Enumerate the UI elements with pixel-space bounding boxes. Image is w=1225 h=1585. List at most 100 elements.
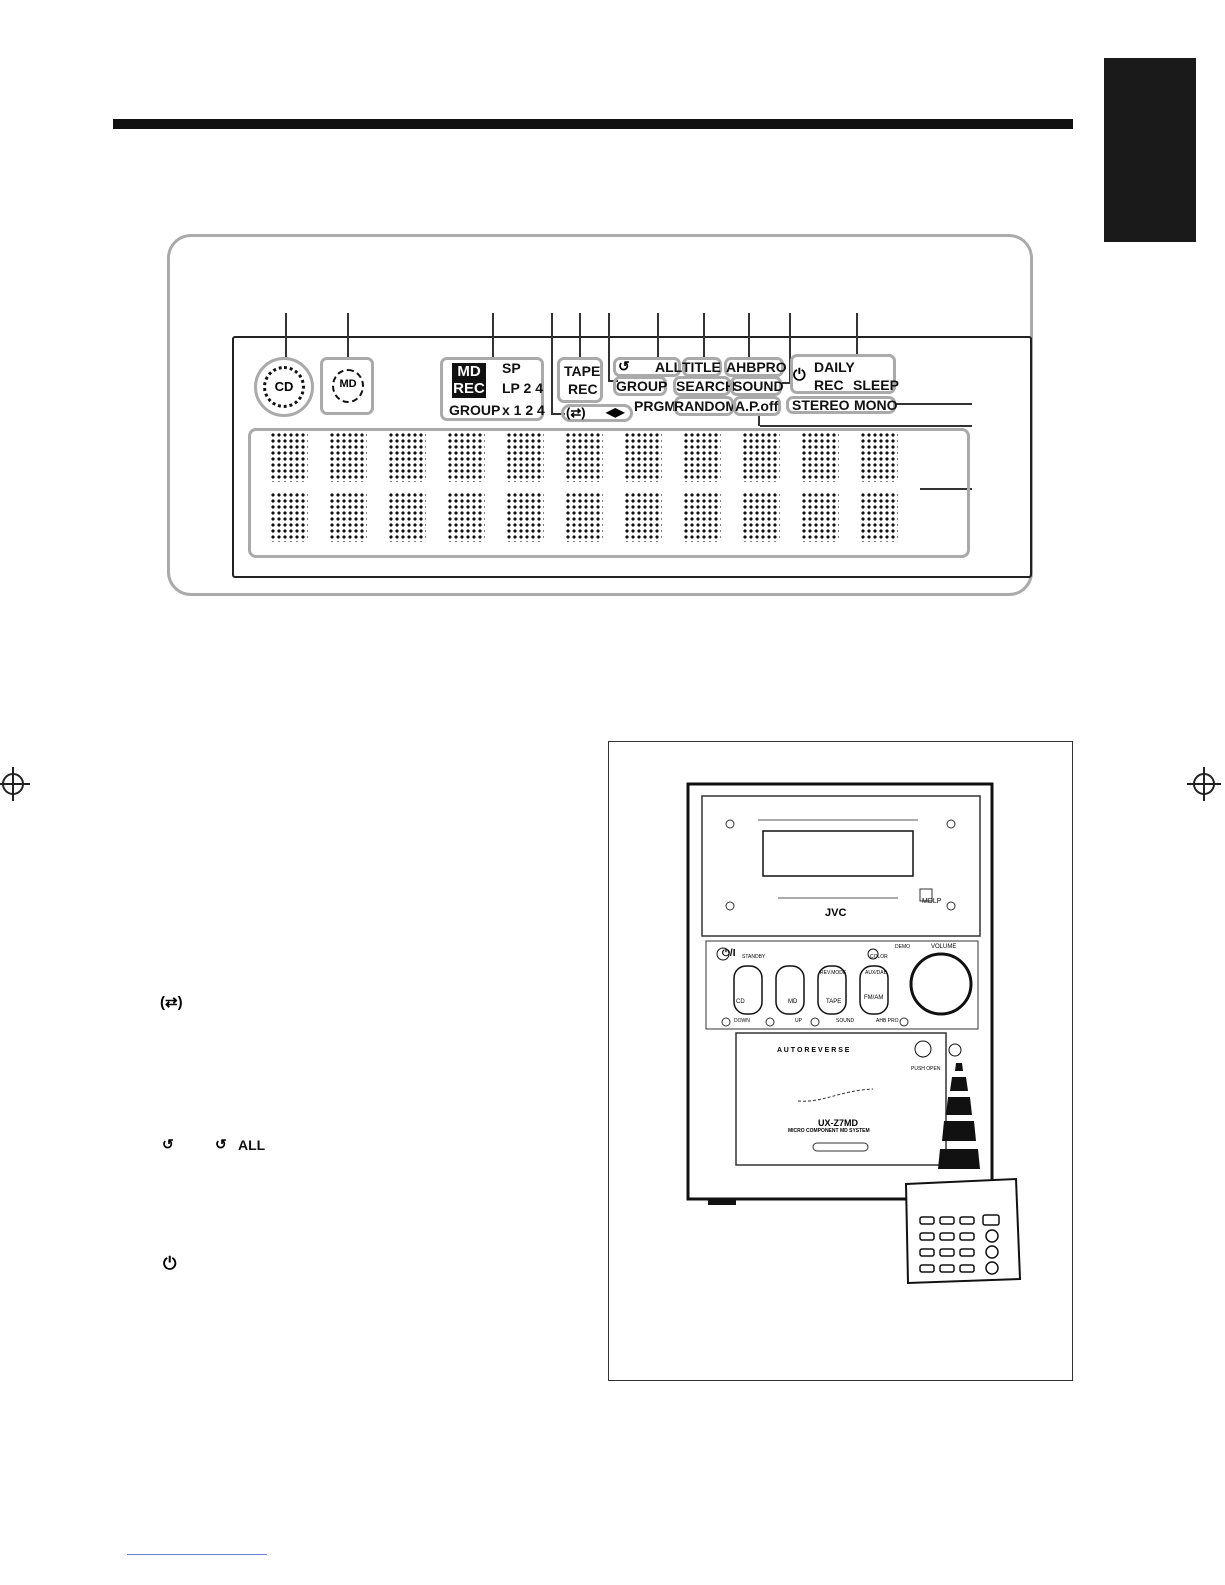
callout-4 — [551, 313, 553, 414]
unit-mdlp: MDLP — [922, 898, 942, 905]
unit-md-button: MD — [788, 999, 798, 1005]
random-indicator: RANDOM — [674, 398, 737, 414]
dot-matrix-char — [624, 492, 662, 542]
tape-label: TAPE — [564, 363, 601, 379]
sound-box — [730, 376, 782, 396]
dot-matrix-char — [388, 432, 426, 482]
cd-label: CD — [274, 379, 294, 394]
repeat-all-label: ALL — [655, 359, 683, 375]
ahbpro-indicator: AHBPRO — [726, 359, 787, 375]
unit-volume: VOLUME — [931, 944, 957, 950]
unit-push-open: PUSH OPEN — [911, 1066, 941, 1072]
dot-matrix-char — [742, 432, 780, 482]
lp24-indicator: LP 2 4 — [502, 380, 543, 396]
daily-indicator: DAILY — [814, 359, 855, 375]
dot-matrix-char — [860, 432, 898, 482]
callout-3 — [492, 313, 494, 357]
x124-indicator: x 1 2 4 — [502, 402, 545, 418]
apoff-indicator: A.P.off — [735, 398, 779, 414]
dot-matrix-char — [565, 492, 603, 542]
registration-mark-left — [0, 767, 30, 801]
language-tab — [1104, 58, 1196, 242]
dot-matrix-char — [860, 492, 898, 542]
cd-indicator: CD — [254, 357, 314, 417]
mono-indicator: MONO — [854, 397, 898, 413]
dot-matrix-char — [506, 492, 544, 542]
dot-matrix-char — [742, 492, 780, 542]
md-label: MD — [339, 378, 357, 390]
repeat-indicator — [613, 357, 681, 377]
search-box — [673, 376, 731, 396]
timer-rec-indicator: REC — [814, 377, 844, 393]
unit-down: DOWN — [734, 1018, 750, 1024]
dot-matrix-char — [447, 492, 485, 542]
reverse-mode-icon: (⇄) — [566, 405, 586, 420]
callout-14 — [920, 488, 972, 490]
group-indicator: GROUP — [449, 402, 501, 418]
unit-standby: STANDBY — [742, 954, 766, 960]
unit-brand: JVC — [825, 907, 847, 919]
tape-rec-indicator — [557, 357, 603, 403]
callout-9 — [748, 313, 750, 359]
ahbpro-box — [724, 357, 784, 377]
repeat-all-symbol-icon: ↺ — [215, 1136, 227, 1152]
md-indicator: MD — [320, 357, 374, 415]
callout-12 — [896, 403, 972, 405]
apoff-box — [733, 396, 781, 416]
dot-matrix-char — [506, 432, 544, 482]
callout-11 — [856, 313, 858, 357]
callout-6 — [608, 313, 610, 381]
direction-arrows-icon: ◀▶ — [606, 405, 625, 419]
timer-clock-icon: ⏻ — [793, 367, 806, 384]
sleep-indicator: SLEEP — [853, 377, 899, 393]
dot-matrix-char — [624, 432, 662, 482]
dot-matrix-char — [683, 432, 721, 482]
dot-matrix-char — [447, 432, 485, 482]
group-mode-indicator — [613, 376, 667, 396]
dot-matrix-char — [801, 432, 839, 482]
dot-matrix-char — [801, 492, 839, 542]
reverse-mode-indicator — [561, 404, 633, 422]
unit-ahbpro: AHB PRO — [876, 1018, 899, 1024]
random-box — [674, 396, 734, 416]
footer-line — [127, 1554, 267, 1555]
dot-matrix-char — [270, 432, 308, 482]
repeat-icon: ↺ — [618, 358, 630, 374]
unit-auto-reverse: A U T O R E V E R S E — [777, 1047, 850, 1054]
unit-and-remote-illustration — [686, 782, 1022, 1285]
unit-tape-button: TAPE — [826, 999, 842, 1005]
sp-indicator: SP — [502, 360, 521, 376]
unit-power-icon: ⏻/I — [722, 948, 736, 959]
lcd-display — [232, 336, 1032, 578]
rec-badge: REC — [452, 380, 486, 398]
unit-sound: SOUND — [836, 1018, 855, 1024]
unit-subtitle: MICRO COMPONENT MD SYSTEM — [788, 1128, 870, 1134]
repeat-all-symbol-label: ALL — [238, 1137, 266, 1153]
timer-symbol-icon: ⏻ — [163, 1254, 177, 1273]
callout-8 — [703, 313, 705, 359]
stereo-mono-box — [786, 396, 896, 414]
timer-indicator — [790, 354, 896, 394]
title-indicator: TITLE — [682, 359, 721, 375]
unit-up: UP — [795, 1018, 802, 1024]
dot-matrix-char — [565, 432, 603, 482]
prgm-indicator: PRGM — [634, 398, 676, 414]
callout-1 — [285, 313, 287, 357]
cd-disc-icon — [263, 366, 305, 408]
unit-illustration-frame — [608, 741, 1073, 1381]
unit-fm-am: FM/AM — [864, 995, 884, 1001]
callout-2 — [347, 313, 349, 359]
header-rule — [113, 119, 1073, 129]
sound-indicator: SOUND — [733, 378, 784, 394]
group-mode-label: GROUP — [616, 378, 668, 394]
repeat-one-symbol-icon: ↺ — [162, 1136, 174, 1152]
md-disc-icon — [332, 369, 364, 403]
callout-13 — [760, 425, 972, 427]
dot-matrix-area — [248, 428, 970, 558]
search-indicator: SEARCH — [676, 378, 736, 394]
callout-10 — [789, 313, 791, 383]
md-badge: MD — [452, 363, 486, 381]
reverse-mode-symbol-icon: (⇄) — [160, 994, 183, 1011]
stereo-indicator: STEREO — [792, 397, 850, 413]
unit-rev-mode: REV.MODE — [820, 970, 847, 976]
